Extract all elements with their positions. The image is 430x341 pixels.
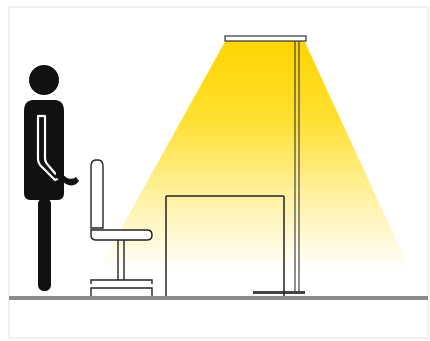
lamp-base [253, 291, 305, 294]
person-leg [38, 198, 51, 291]
floor-line [9, 296, 428, 300]
chair-seat [91, 230, 152, 240]
person-head [29, 65, 59, 95]
lamp-head [225, 36, 306, 41]
chair-backrest [91, 160, 103, 228]
person-icon [24, 65, 79, 291]
